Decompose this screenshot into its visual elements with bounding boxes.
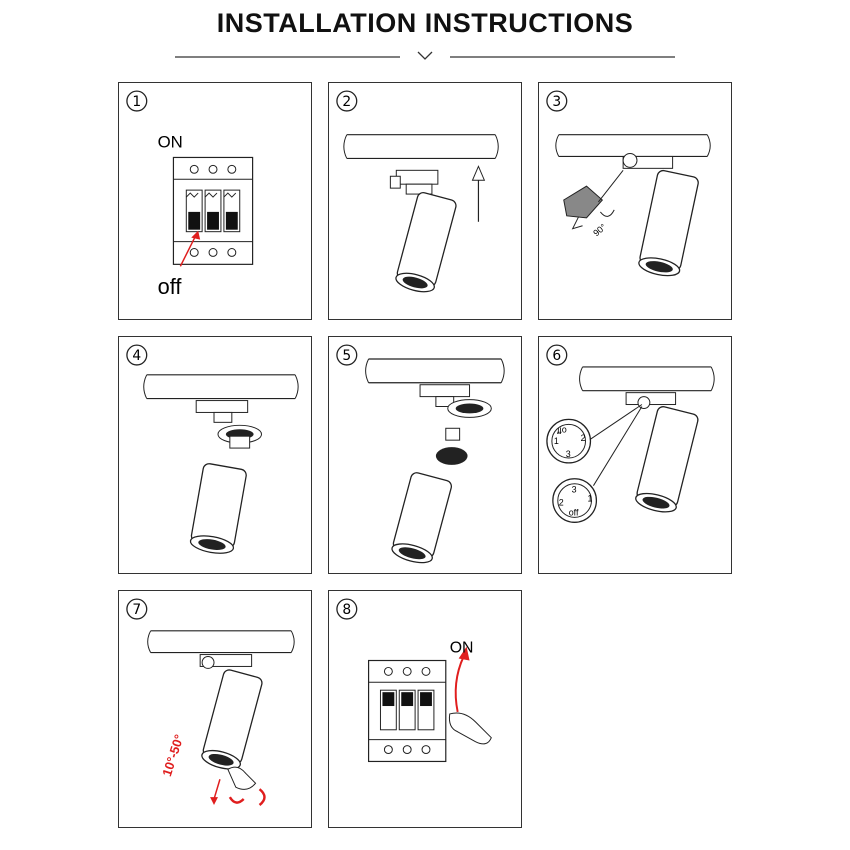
- step-number: 5: [342, 348, 351, 364]
- step-4-panel: 4: [118, 336, 312, 574]
- chevron-down-icon: [417, 51, 433, 60]
- connect-lamp-illustration: 4: [126, 344, 299, 554]
- dial-b-off: off: [569, 507, 579, 517]
- dial-b-1: 1: [587, 494, 592, 504]
- dial-a-3: 3: [566, 449, 571, 459]
- dial-a-2: 2: [581, 433, 586, 443]
- rotation-angle-label: 90°: [591, 222, 608, 239]
- step-2-panel: 2: [328, 82, 522, 320]
- step-number: 3: [552, 94, 561, 110]
- phase-switch-illustration: 6 off 2 3 1 3 1 2 off: [546, 344, 715, 523]
- dial-b-2: 2: [559, 497, 564, 507]
- step-6-panel: 6 off 2 3 1 3 1 2 off: [538, 336, 732, 574]
- step-3-panel: 3 90°: [538, 82, 732, 320]
- step-number: 2: [342, 94, 351, 110]
- breaker-off-illustration: 1 ON off: [126, 90, 254, 299]
- insert-bulb-illustration: 5: [336, 344, 505, 564]
- mount-adapter-illustration: 2: [336, 90, 499, 293]
- title-divider: [175, 51, 675, 60]
- step-1-panel: 1 ON off: [118, 82, 312, 320]
- page-title: INSTALLATION INSTRUCTIONS: [216, 8, 634, 38]
- step-number: 1: [132, 94, 141, 110]
- on-label: ON: [450, 640, 474, 657]
- off-label: off: [158, 274, 183, 299]
- step-number: 6: [552, 348, 561, 364]
- step-number: 8: [342, 602, 351, 618]
- step-8-panel: 8 ON: [328, 590, 522, 828]
- step-number: 4: [132, 348, 141, 364]
- adjust-angle-illustration: 7 10°-50°: [126, 598, 295, 806]
- dial-a-1: 1: [554, 436, 559, 446]
- on-label: ON: [158, 133, 183, 152]
- breaker-on-illustration: 8 ON: [336, 598, 492, 763]
- lock-adapter-illustration: 3 90°: [546, 90, 711, 277]
- dial-b-3: 3: [572, 485, 577, 495]
- step-number: 7: [132, 602, 141, 618]
- dial-a-off: off: [556, 425, 566, 435]
- step-5-panel: 5: [328, 336, 522, 574]
- step-7-panel: 7 10°-50°: [118, 590, 312, 828]
- tilt-range-label: 10°-50°: [159, 733, 187, 779]
